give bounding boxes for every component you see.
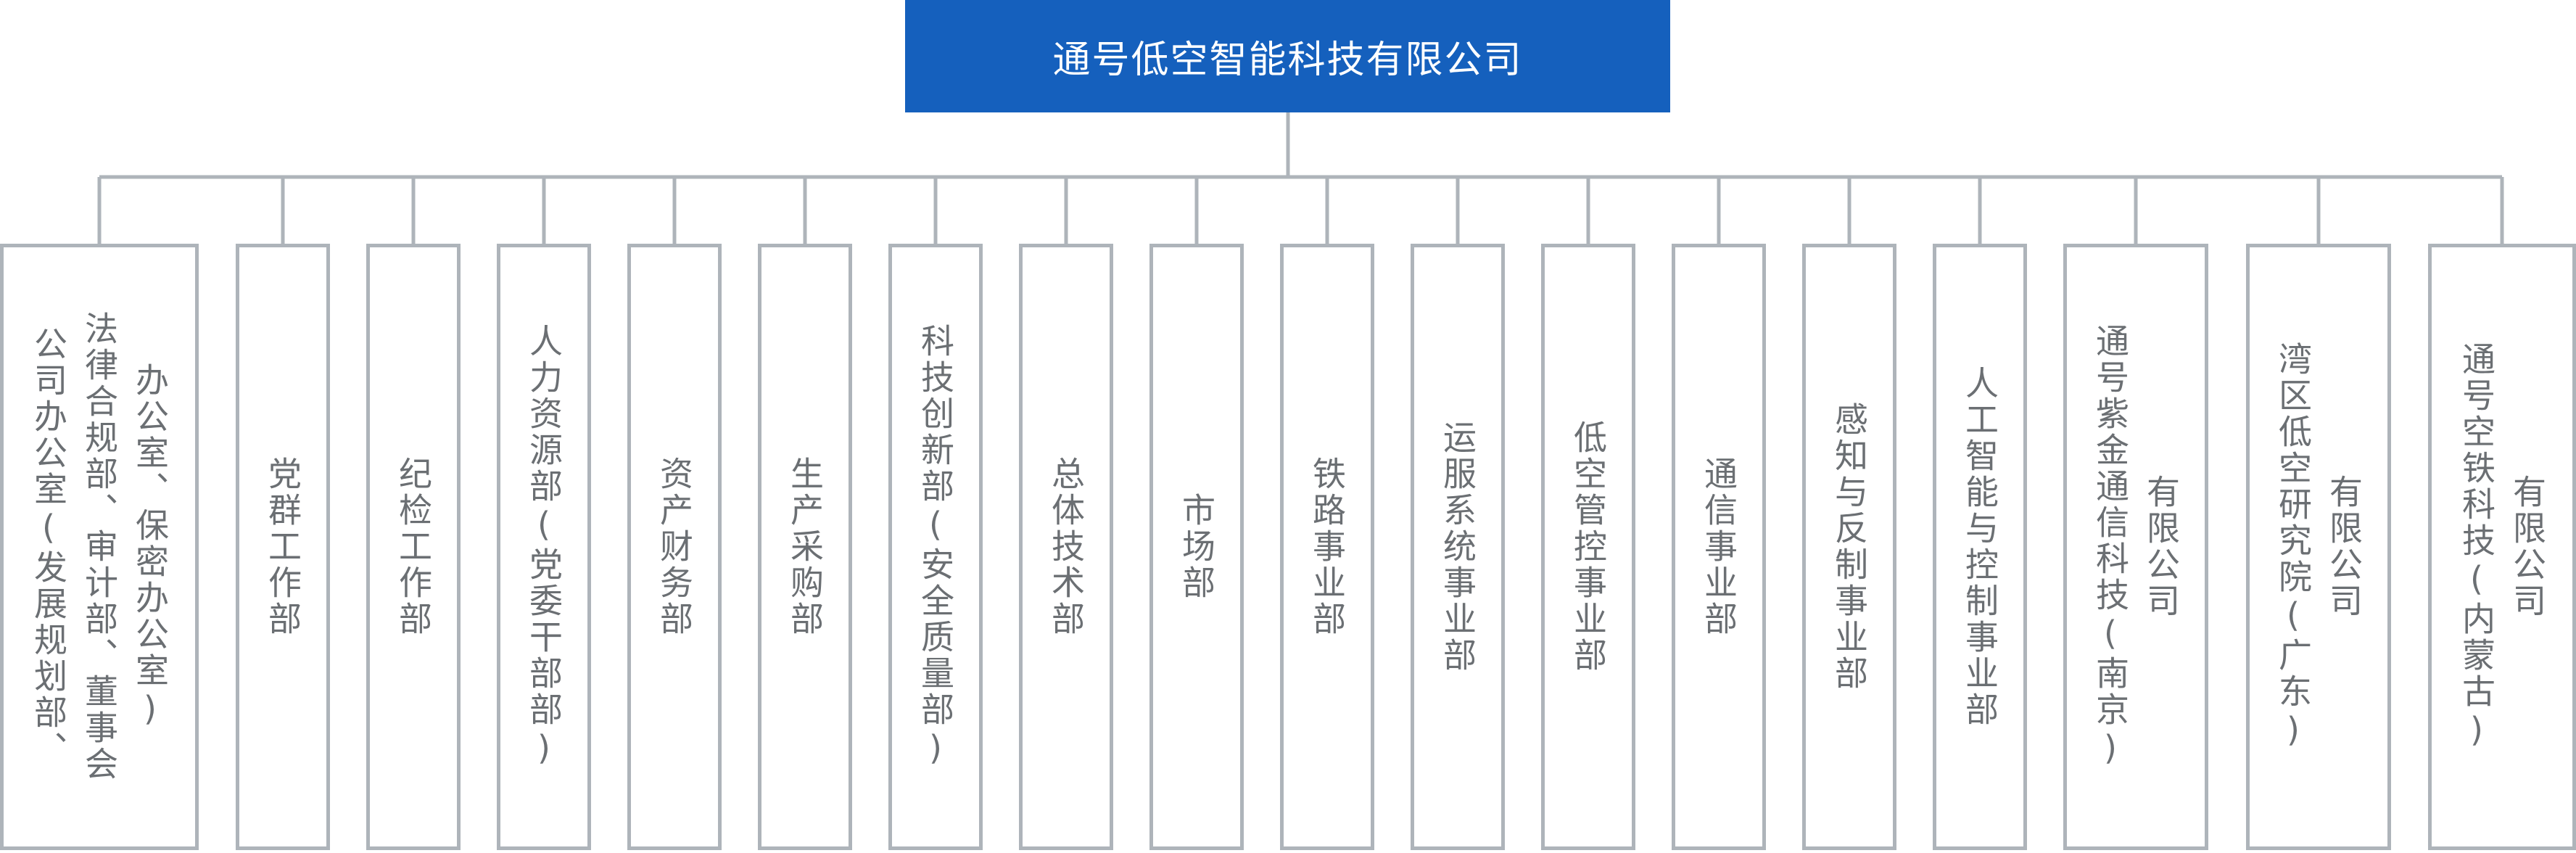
- dept-box-tech-innovation: 科技创新部(安全质量部): [888, 244, 983, 850]
- dept-box-ai-control: 人工智能与控制事业部: [1933, 244, 2027, 850]
- dept-label: 铁路事业部: [1308, 456, 1347, 638]
- dept-label: 湾区低空研究院(广东): [2274, 342, 2313, 752]
- dept-label: 通号紫金通信科技(南京): [2091, 324, 2130, 770]
- dept-label: 通信事业部: [1699, 456, 1738, 638]
- dept-box-air-rail: 有限公司通号空铁科技(内蒙古): [2428, 244, 2576, 850]
- dept-label: 市场部: [1177, 493, 1216, 601]
- dept-label: 科技创新部(安全质量部): [916, 324, 955, 770]
- dept-box-railway: 铁路事业部: [1280, 244, 1374, 850]
- dept-box-low-altitude-control: 低空管控事业部: [1541, 244, 1635, 850]
- dept-box-sensing: 感知与反制事业部: [1802, 244, 1896, 850]
- dept-label: 生产采购部: [785, 456, 825, 638]
- dept-box-communication: 通信事业部: [1672, 244, 1766, 850]
- dept-label: 有限公司: [2324, 474, 2364, 619]
- dept-label: 感知与反制事业部: [1830, 402, 1869, 692]
- dept-box-general-tech: 总体技术部: [1019, 244, 1113, 850]
- dept-box-finance: 资产财务部: [627, 244, 722, 850]
- dept-label: 纪检工作部: [394, 456, 433, 638]
- dept-label: 法律合规部、审计部、董事会: [80, 311, 119, 783]
- dept-box-zijin: 有限公司通号紫金通信科技(南京): [2063, 244, 2208, 850]
- dept-label: 公司办公室(发展规划部、: [29, 326, 68, 767]
- dept-label: 办公室、保密办公室): [131, 363, 170, 731]
- dept-box-operation: 运服系统事业部: [1411, 244, 1505, 850]
- dept-box-market: 市场部: [1149, 244, 1244, 850]
- dept-label: 低空管控事业部: [1569, 420, 1608, 674]
- dept-box-hr: 人力资源部(党委干部部): [497, 244, 591, 850]
- dept-box-discipline: 纪检工作部: [366, 244, 461, 850]
- dept-label: 通号空铁科技(内蒙古): [2457, 342, 2496, 752]
- dept-label: 党群工作部: [263, 456, 302, 638]
- dept-box-office: 办公室、保密办公室) 法律合规部、审计部、董事会公司办公室(发展规划部、: [0, 244, 199, 850]
- dept-label: 总体技术部: [1046, 456, 1086, 638]
- dept-box-procurement: 生产采购部: [758, 244, 852, 850]
- dept-label: 人力资源部(党委干部部): [524, 324, 564, 770]
- dept-label: 资产财务部: [655, 456, 694, 638]
- dept-label: 运服系统事业部: [1438, 420, 1477, 674]
- dept-box-party-work: 党群工作部: [236, 244, 330, 850]
- root-label: 通号低空智能科技有限公司: [1052, 38, 1523, 82]
- dept-label: 人工智能与控制事业部: [1960, 366, 1999, 728]
- dept-box-bay-area: 有限公司湾区低空研究院(广东): [2246, 244, 2391, 850]
- dept-label: 有限公司: [2142, 474, 2181, 619]
- dept-label: 有限公司: [2508, 474, 2547, 619]
- root-node: 通号低空智能科技有限公司: [905, 0, 1670, 112]
